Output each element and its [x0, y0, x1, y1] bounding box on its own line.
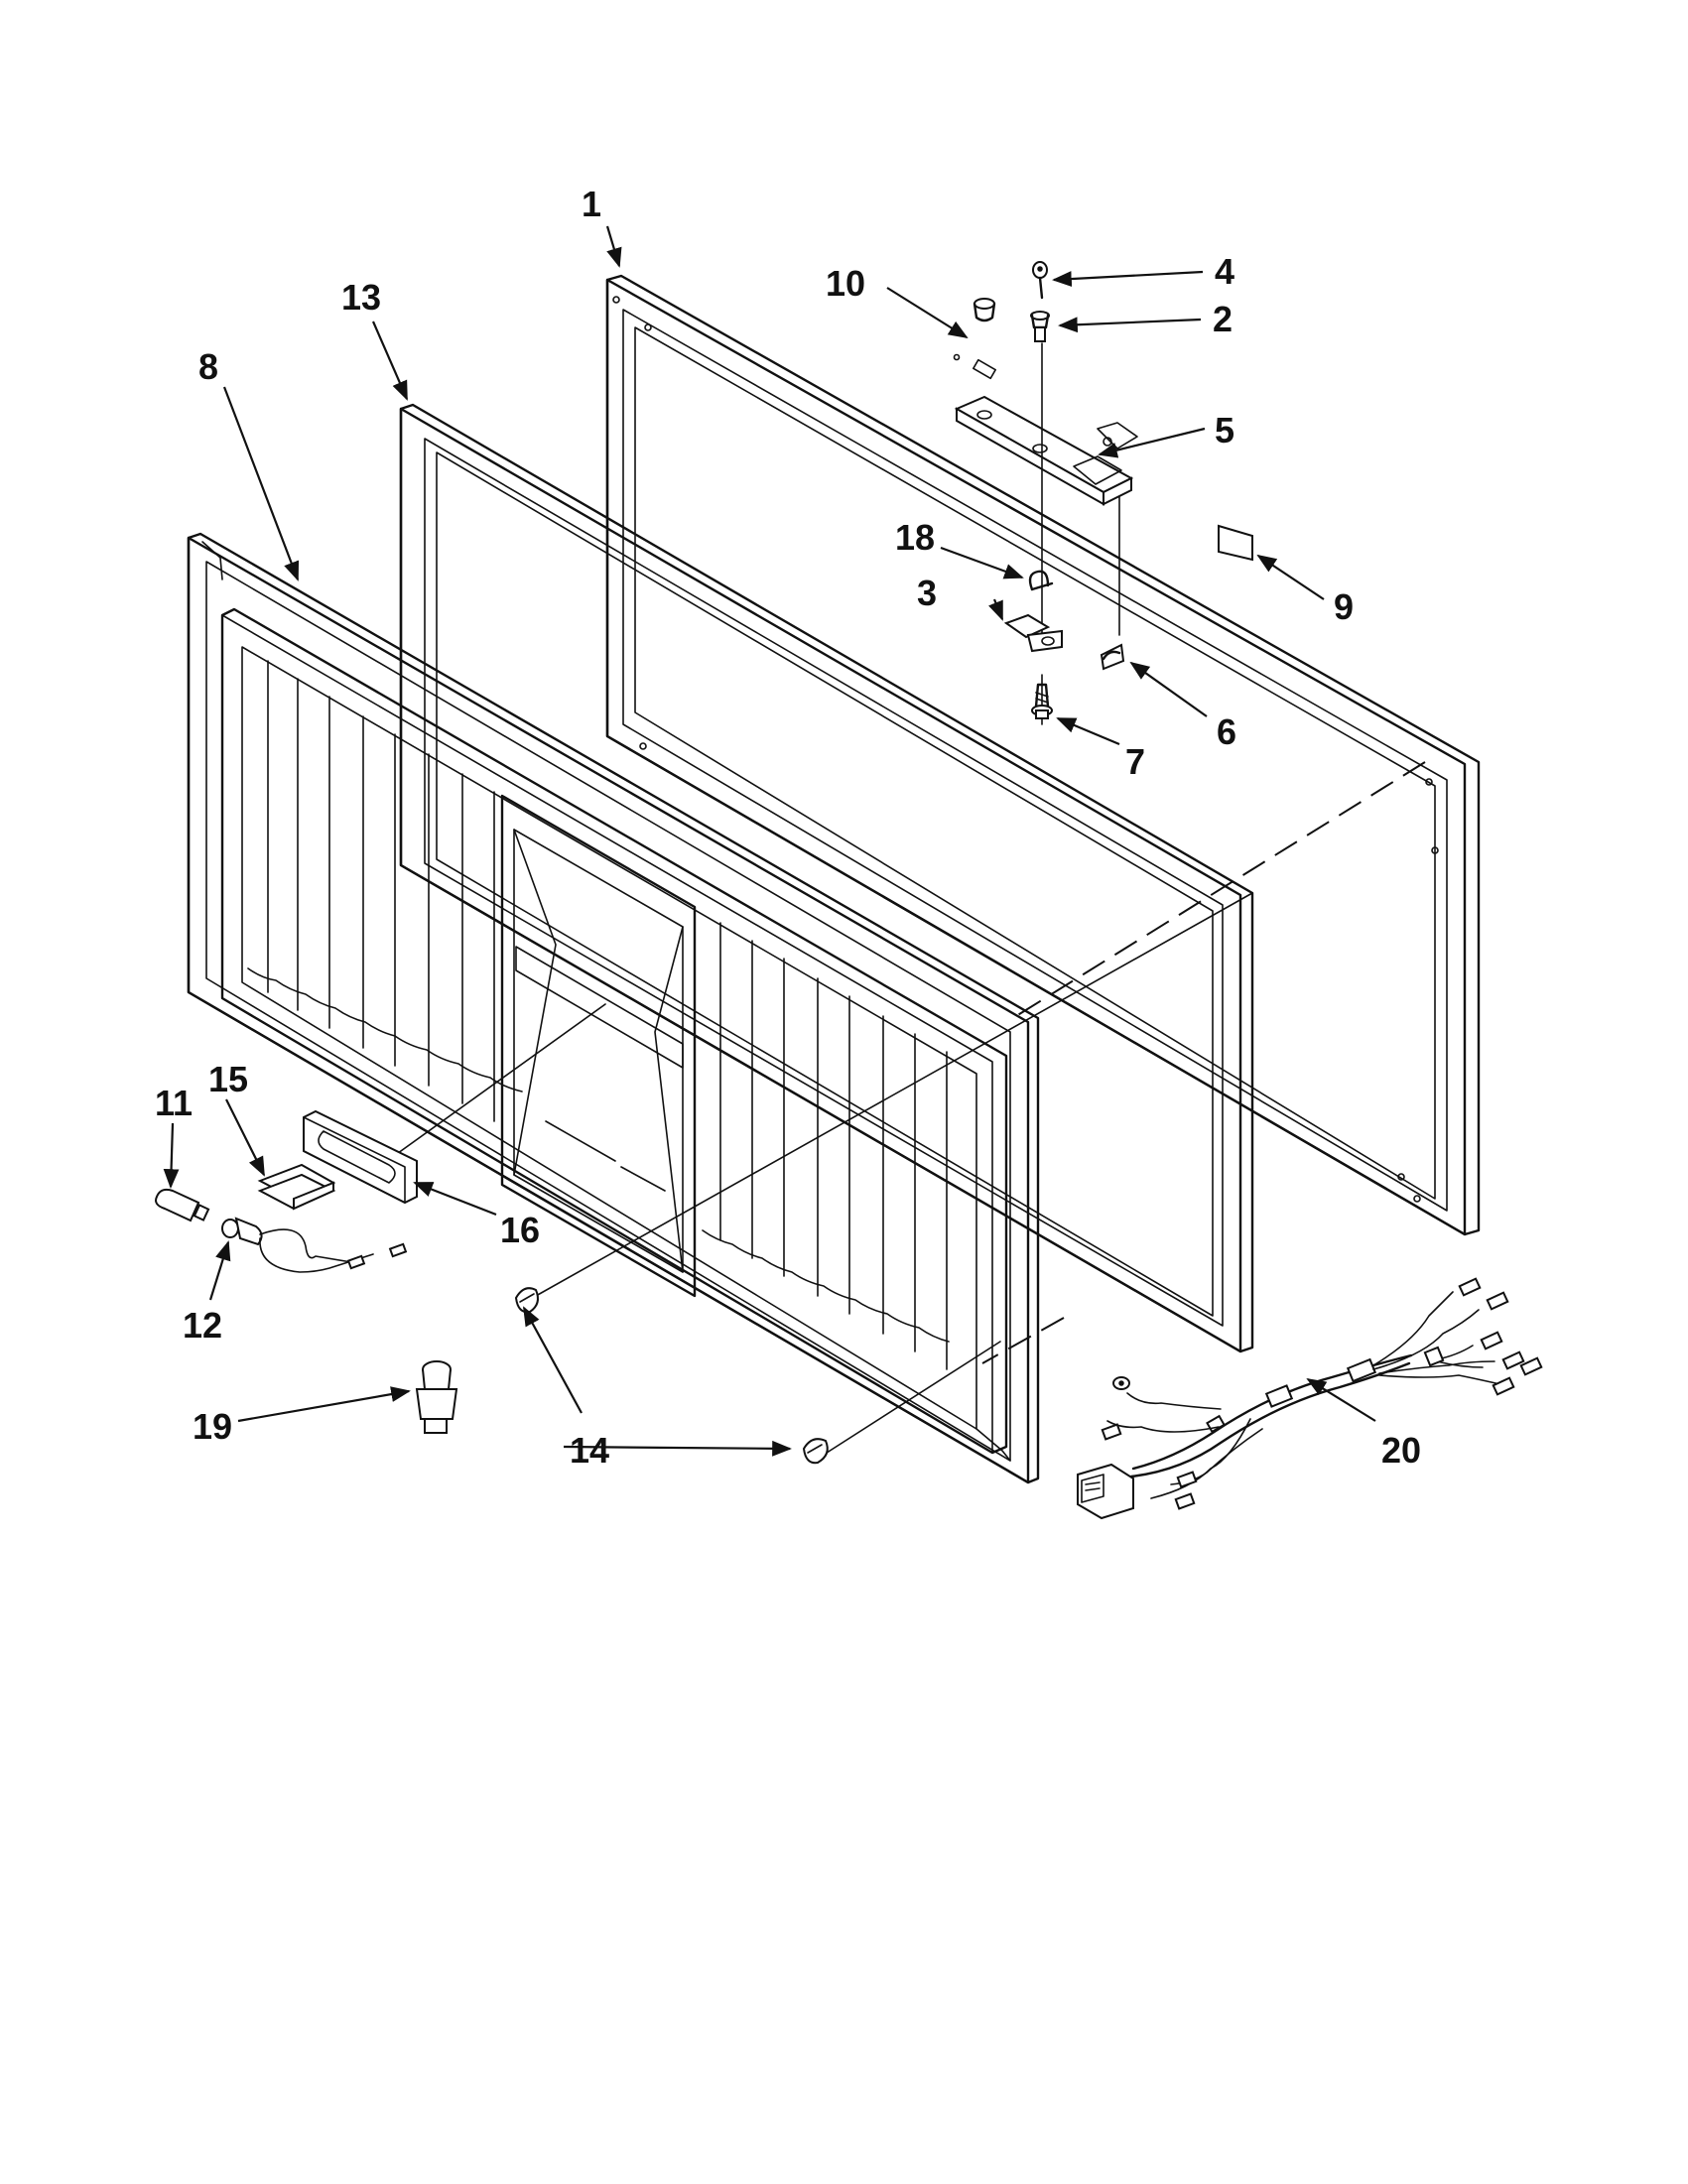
- part-16-light-housing: [303, 1109, 418, 1205]
- callout-6: 6: [1217, 711, 1236, 752]
- callout-7: 7: [1125, 741, 1145, 782]
- alignment-line-lower: [981, 1317, 1065, 1364]
- part-7-screw: [1031, 683, 1053, 719]
- part-1-door-frame: [605, 274, 1481, 1236]
- part-9-label: [1218, 524, 1253, 562]
- callout-15: 15: [208, 1059, 248, 1099]
- callout-16: 16: [500, 1210, 540, 1250]
- part-6-striker: [1100, 643, 1125, 671]
- part-13-door-gasket: [399, 403, 1254, 1353]
- part-19-door-switch: [415, 1360, 458, 1434]
- callout-14: 14: [570, 1430, 609, 1471]
- part-5-lock-bracket: [954, 395, 1134, 506]
- part-18-clip: [1028, 570, 1054, 591]
- callout-10: 10: [826, 263, 865, 304]
- part-11-light-bulb: [155, 1188, 210, 1222]
- part-15-lens: [257, 1163, 336, 1211]
- part-20-wire-harness: [1077, 1277, 1543, 1520]
- callout-1: 1: [582, 184, 601, 224]
- leader-lines: [163, 225, 1376, 1457]
- callout-18: 18: [895, 517, 935, 558]
- part-4-clip: [1032, 261, 1048, 300]
- callout-12: 12: [183, 1305, 222, 1346]
- callout-20: 20: [1381, 1430, 1421, 1471]
- callout-9: 9: [1334, 586, 1354, 627]
- callout-19: 19: [193, 1406, 232, 1447]
- callout-3: 3: [917, 573, 937, 613]
- part-12-light-socket: [221, 1217, 408, 1273]
- callout-11: 11: [155, 1083, 193, 1123]
- part-2-pin: [1030, 311, 1050, 342]
- callout-8: 8: [198, 346, 218, 387]
- part-8-door-liner: [187, 532, 1040, 1484]
- callout-2: 2: [1213, 299, 1233, 339]
- callout-4: 4: [1215, 251, 1234, 292]
- alignment-line-upper: [1015, 761, 1426, 1017]
- part-14-retainer-clip: [514, 1287, 829, 1465]
- callout-5: 5: [1215, 410, 1234, 450]
- part-3-bracket: [1003, 613, 1063, 653]
- callout-13: 13: [341, 277, 381, 318]
- part-10-screw-cap: [973, 298, 996, 322]
